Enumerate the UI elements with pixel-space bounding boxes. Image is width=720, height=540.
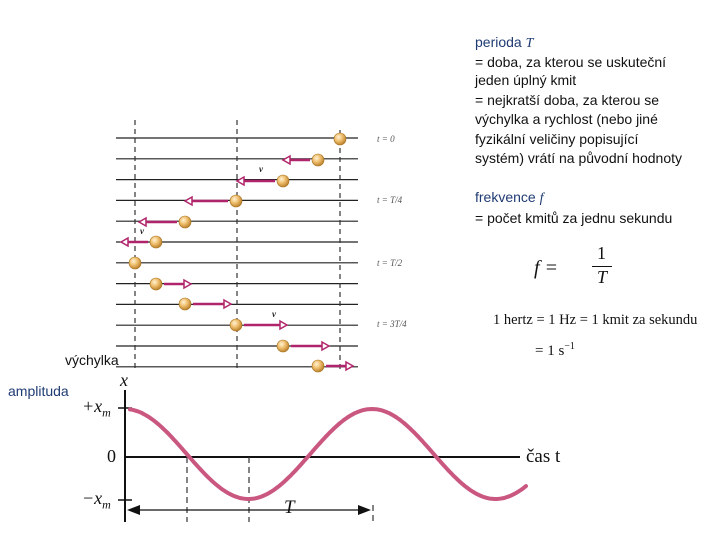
mass-ball xyxy=(178,297,192,311)
vychylka-label: výchylka xyxy=(65,352,119,368)
velocity-symbol: v xyxy=(272,309,277,319)
mass-ball xyxy=(311,359,325,373)
perioda-line-5: fyzikální veličiny popisující xyxy=(475,131,639,147)
time-axis-label: čas t xyxy=(526,446,561,467)
formula-lhs: f = xyxy=(534,257,559,279)
period-arrow-right-head xyxy=(358,505,371,515)
mass-ball xyxy=(311,153,325,167)
mass-ball xyxy=(128,256,142,270)
time-label-three-quarter: t = 3T/4 xyxy=(377,319,407,329)
frekvence-label: frekvence xyxy=(475,189,536,205)
hertz-line-2: = 1 s−1 xyxy=(535,341,575,360)
velocity-arrowhead xyxy=(321,340,331,352)
perioda-symbol: T xyxy=(525,36,534,51)
zero-label: 0 xyxy=(107,446,116,466)
velocity-arrowhead xyxy=(345,360,355,372)
velocity-arrowhead xyxy=(281,154,291,166)
hertz-line-1: 1 hertz = 1 Hz = 1 kmit za sekundu xyxy=(493,312,698,328)
amplituda-label: amplituda xyxy=(8,383,69,399)
hertz-line-2-base: = 1 s xyxy=(535,343,565,359)
period-arrow-left-head xyxy=(127,505,140,515)
mass-ball xyxy=(333,132,347,146)
formula-fraction-bar xyxy=(592,266,612,267)
mass-ball xyxy=(276,339,290,353)
formula-denominator: T xyxy=(597,267,608,287)
perioda-label: perioda xyxy=(475,34,522,50)
minus-xm-sub: m xyxy=(102,497,111,512)
mass-ball xyxy=(178,215,192,229)
mass-ball xyxy=(229,194,243,208)
x-axis-label: x xyxy=(120,370,128,390)
frekvence-heading: frekvence f xyxy=(475,188,543,208)
plus-xm-sub: m xyxy=(102,405,111,420)
frekvence-line: = počet kmitů za jednu sekundu xyxy=(475,210,673,226)
displacement-curve xyxy=(128,406,528,501)
velocity-arrowhead xyxy=(279,319,289,331)
velocity-symbol: v xyxy=(140,226,145,236)
perioda-line-1: = doba, za kterou se uskuteční xyxy=(475,54,667,70)
velocity-arrowhead xyxy=(235,175,245,187)
minus-xm-text: −x xyxy=(82,488,103,508)
perioda-line-2: jeden úplný kmit xyxy=(475,72,577,88)
formula-numerator: 1 xyxy=(597,243,606,263)
velocity-arrowhead xyxy=(119,236,129,248)
time-label-half: t = T/2 xyxy=(377,258,403,268)
mass-ball xyxy=(276,174,290,188)
plus-xm-label: +xm xyxy=(82,396,111,421)
displacement-graph xyxy=(118,390,528,522)
period-label: T xyxy=(284,497,295,518)
frekvence-symbol: f xyxy=(539,191,544,206)
time-label-quarter: t = T/4 xyxy=(377,195,403,205)
perioda-line-3: = nejkratší doba, za kterou se xyxy=(475,92,660,108)
perioda-line-4: výchylka a rychlost (nebo jiné xyxy=(475,111,658,127)
velocity-arrowhead xyxy=(223,298,233,310)
plus-xm-text: +x xyxy=(82,396,103,416)
velocity-arrowhead xyxy=(137,216,147,228)
minus-xm-label: −xm xyxy=(82,488,111,513)
mass-ball xyxy=(149,277,163,291)
perioda-line-6: systém) vrátí na původní hodnoty xyxy=(475,150,682,166)
strobe-diagram: v v v xyxy=(116,120,358,373)
mass-ball xyxy=(149,235,163,249)
velocity-arrowhead xyxy=(183,195,193,207)
mass-ball xyxy=(229,318,243,332)
velocity-arrowhead xyxy=(183,278,193,290)
velocity-symbol: v xyxy=(259,164,264,174)
hertz-line-2-exp: −1 xyxy=(564,341,575,352)
perioda-heading: perioda T xyxy=(475,33,533,53)
time-label-0: t = 0 xyxy=(377,134,395,144)
